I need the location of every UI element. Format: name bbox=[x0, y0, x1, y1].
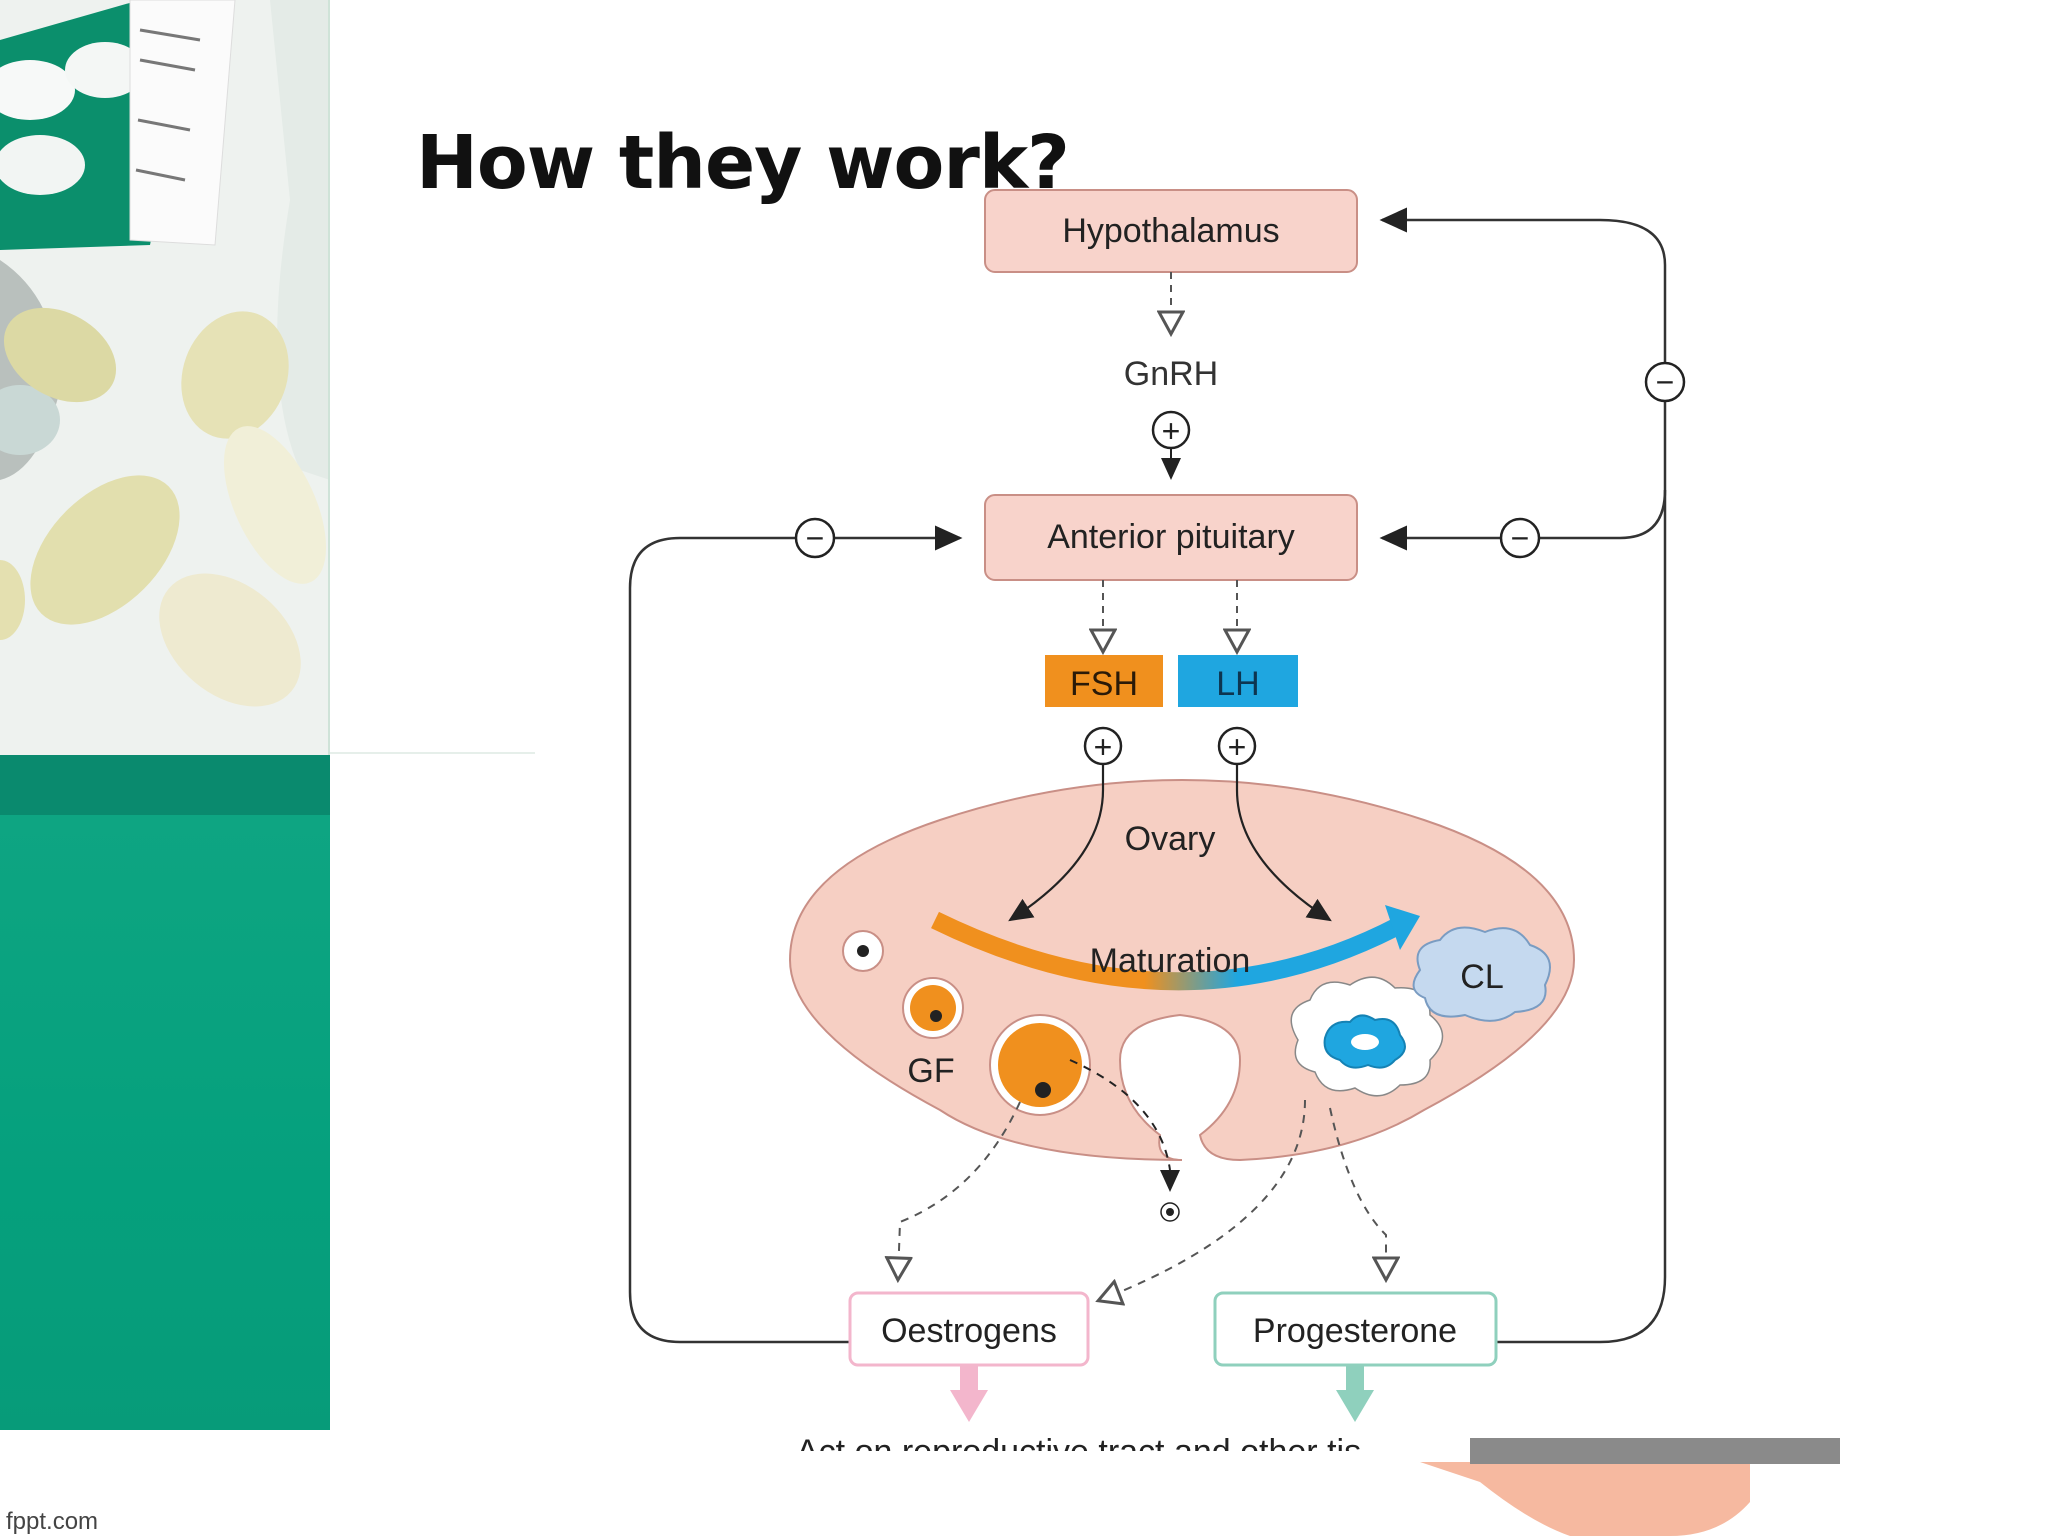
hormone-secretion-arrows bbox=[898, 1099, 1386, 1300]
cl-node: CL bbox=[1412, 926, 1551, 1022]
maturation-label: Maturation bbox=[1090, 942, 1251, 980]
svg-text:+: + bbox=[1162, 413, 1181, 449]
gonadotropin-arrows bbox=[1008, 764, 1332, 922]
graafian-follicle bbox=[989, 1014, 1091, 1116]
gf-label: GF bbox=[907, 1052, 954, 1090]
decorative-peach-shape bbox=[1420, 1462, 1750, 1536]
hormone-feedback-diagram: Hypothalamus GnRH + Anterior pituitary −… bbox=[628, 189, 1686, 1460]
footer-brand: fppt.com bbox=[6, 1508, 99, 1535]
plus-sign-fsh: + bbox=[1083, 726, 1123, 766]
minus-sign-left: − bbox=[794, 517, 836, 559]
caption-label: Act on reproductive tract and other tis bbox=[796, 1433, 1361, 1460]
plus-sign-gnrh: + bbox=[1151, 410, 1191, 450]
cl-label: CL bbox=[1460, 958, 1503, 996]
divider-line bbox=[330, 752, 535, 754]
progesterone-output-arrow bbox=[1336, 1365, 1374, 1422]
teal-accent-panel bbox=[0, 815, 330, 1430]
fsh-label: FSH bbox=[1070, 665, 1138, 703]
photo-divider bbox=[328, 0, 330, 755]
feedback-lines bbox=[628, 207, 1667, 1344]
growing-follicle bbox=[902, 977, 964, 1039]
minus-sign-right-pituitary: − bbox=[1499, 517, 1541, 559]
progesterone-node: Progesterone bbox=[1213, 1291, 1498, 1367]
svg-text:−: − bbox=[1656, 364, 1675, 400]
primordial-follicle bbox=[842, 930, 884, 972]
slide-title: How they work? bbox=[416, 120, 1070, 206]
minus-sign-right-hypothalamus: − bbox=[1644, 361, 1686, 403]
plus-sign-lh: + bbox=[1217, 726, 1257, 766]
ovary-label: Ovary bbox=[1125, 820, 1216, 858]
oestrogens-label: Oestrogens bbox=[881, 1312, 1057, 1350]
svg-text:−: − bbox=[806, 520, 825, 556]
svg-text:+: + bbox=[1228, 729, 1247, 765]
ovulation-arrow bbox=[1069, 1059, 1180, 1222]
teal-accent-band bbox=[0, 755, 330, 815]
anterior-pituitary-node: Anterior pituitary bbox=[984, 494, 1358, 581]
pills-photo-art bbox=[0, 0, 330, 755]
pills-photo bbox=[0, 0, 330, 755]
svg-text:−: − bbox=[1511, 520, 1530, 556]
progesterone-label: Progesterone bbox=[1253, 1312, 1457, 1350]
decorative-gray-bar bbox=[1470, 1438, 1840, 1464]
svg-text:+: + bbox=[1094, 729, 1113, 765]
fsh-node: FSH bbox=[1045, 655, 1163, 707]
pituitary-to-gonadotropins bbox=[1103, 580, 1237, 650]
hypothalamus-label: Hypothalamus bbox=[1062, 212, 1279, 250]
caption-clip: Act on reproductive tract and other tis bbox=[796, 1433, 1361, 1460]
anterior-pituitary-label: Anterior pituitary bbox=[1047, 518, 1295, 556]
developing-corpus-luteum bbox=[1290, 976, 1444, 1097]
oestrogens-node: Oestrogens bbox=[848, 1291, 1090, 1367]
maturation-arrow bbox=[931, 905, 1420, 991]
lh-label: LH bbox=[1216, 665, 1259, 703]
oestrogens-output-arrow bbox=[950, 1365, 988, 1422]
gnrh-label: GnRH bbox=[1124, 355, 1218, 393]
lh-node: LH bbox=[1178, 655, 1298, 707]
